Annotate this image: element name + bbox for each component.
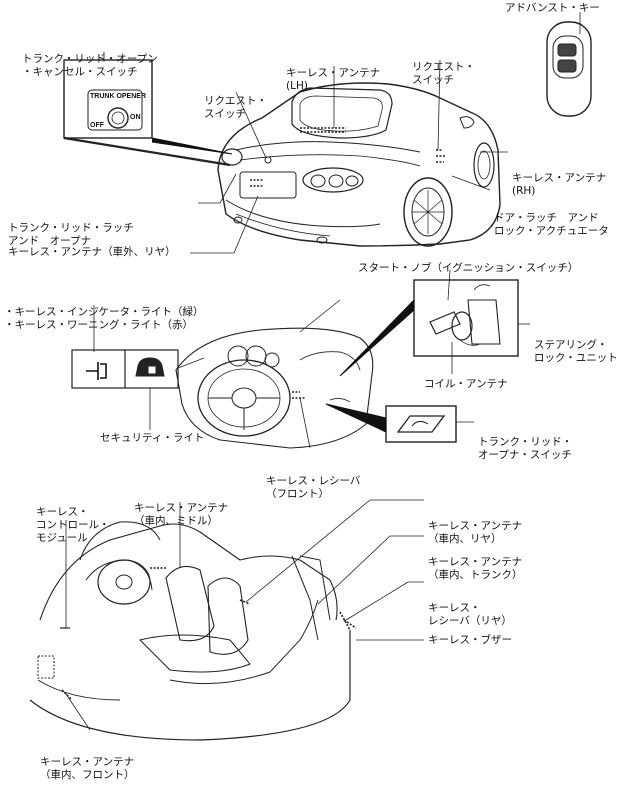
advanced-key-label: アドバンスト・キー [505,2,600,14]
request-switch-right-label: リクエスト・スイッチ [412,61,475,86]
switch-plate-on: ON [130,114,141,121]
buzzer-label: キーレス・ブザー [428,634,512,646]
security-light-label: セキュリティ・ライト [100,432,205,444]
switch-plate-title: TRUNK OPENER [90,93,147,100]
bottom-leader-lines [65,499,424,731]
request-switch-left-label: リクエスト・スイッチ [204,95,267,120]
start-knob-label: スタート・ノブ（イグニッション・スイッチ） [358,262,579,274]
antenna-front-int-label: キーレス・アンテナ（車内、フロント） [40,756,135,781]
trunk-opener-switch-box [299,397,474,449]
door-latch-label: ドア・ラッチ アンドロック・アクチュエータ [494,212,609,237]
coil-antenna-label: コイル・アンテナ [424,378,508,390]
trunk-opener-switch-inset [63,59,233,167]
steering-lock-label: ステアリング・ロック・ユニット [534,339,618,364]
indicator-lights-label: ・キーレス・インジケータ・ライト（緑）・キーレス・ワーニング・ライト（赤） [4,306,204,331]
trunk-cancel-switch-label: トランク・リッド・オープン・キャンセル・スイッチ [22,53,158,78]
advanced-key-icon [546,12,592,117]
antenna-rear-int-label: キーレス・アンテナ（車内、リヤ） [428,520,523,545]
top-leader-lines [103,52,508,254]
keyless-receiver-front-label: キーレス・レシーバ（フロント） [266,475,361,500]
start-knob-inset [339,269,530,377]
antenna-middle-label: キーレス・アンテナ（車内、ミドル） [134,502,229,527]
indicator-lights [71,305,205,430]
keyless-antenna-rear-ext-label: キーレス・アンテナ（車外、リヤ） [8,246,176,258]
receiver-rear-label: キーレス・レシーバ（リヤ） [428,602,512,627]
switch-plate-off: OFF [90,122,104,129]
interior-illustration [29,521,357,741]
antenna-trunk-int-label: キーレス・アンテナ（車内、トランク） [428,556,523,581]
dashboard-illustration [175,299,374,449]
car-rear-illustration [217,82,501,247]
keyless-antenna-lh-label: キーレス・アンテナ(LH) [286,67,381,92]
trunk-opener-switch-label: トランク・リッド・オープナ・スイッチ [478,436,573,461]
control-module-label: キーレス・コントロール・モジュール [36,506,110,544]
trunk-latch-label: トランク・リッド・ラッチアンド オープナ [8,222,134,247]
keyless-antenna-rh-label: キーレス・アンテナ(RH) [512,172,607,197]
